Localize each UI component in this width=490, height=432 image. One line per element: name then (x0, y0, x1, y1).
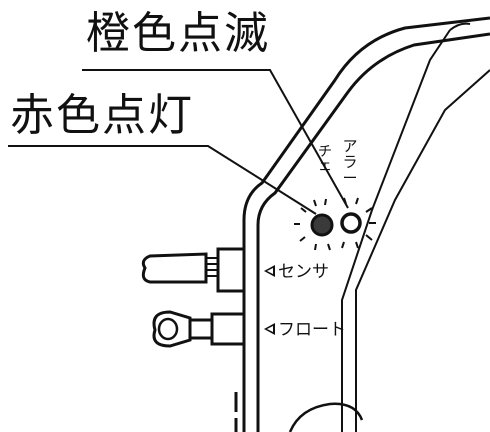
lamp-orange (340, 197, 376, 249)
orange-lamp-rays (341, 197, 376, 249)
lamp-blinking-icon (340, 212, 362, 234)
alarm-vertical-label: ア ラ ー (342, 137, 358, 187)
lamp-lit-icon (310, 213, 334, 237)
orange-blink-label: 橙色点滅 (86, 8, 270, 59)
housing-bevel (341, 22, 490, 432)
left-triangle-icon (264, 265, 275, 277)
bottom-fitting (288, 402, 364, 432)
red-on-label: 赤色点灯 (10, 90, 194, 141)
float-connector-label: フロート (264, 322, 346, 339)
red-lamp-rays (294, 198, 331, 251)
float-cable (152, 310, 246, 348)
check-vertical-label: チ ェ (318, 144, 332, 174)
float-label-text: フロート (278, 320, 346, 340)
lamp-red (294, 198, 334, 251)
device-housing (242, 16, 490, 432)
leader-lines (8, 69, 349, 215)
red-leader-line (8, 145, 317, 215)
sensor-label-text: センサ (278, 262, 329, 282)
sensor-cable (141, 247, 246, 293)
orange-leader-line (82, 69, 349, 209)
sensor-connector-label: センサ (264, 264, 329, 281)
left-triangle-icon (264, 323, 275, 335)
